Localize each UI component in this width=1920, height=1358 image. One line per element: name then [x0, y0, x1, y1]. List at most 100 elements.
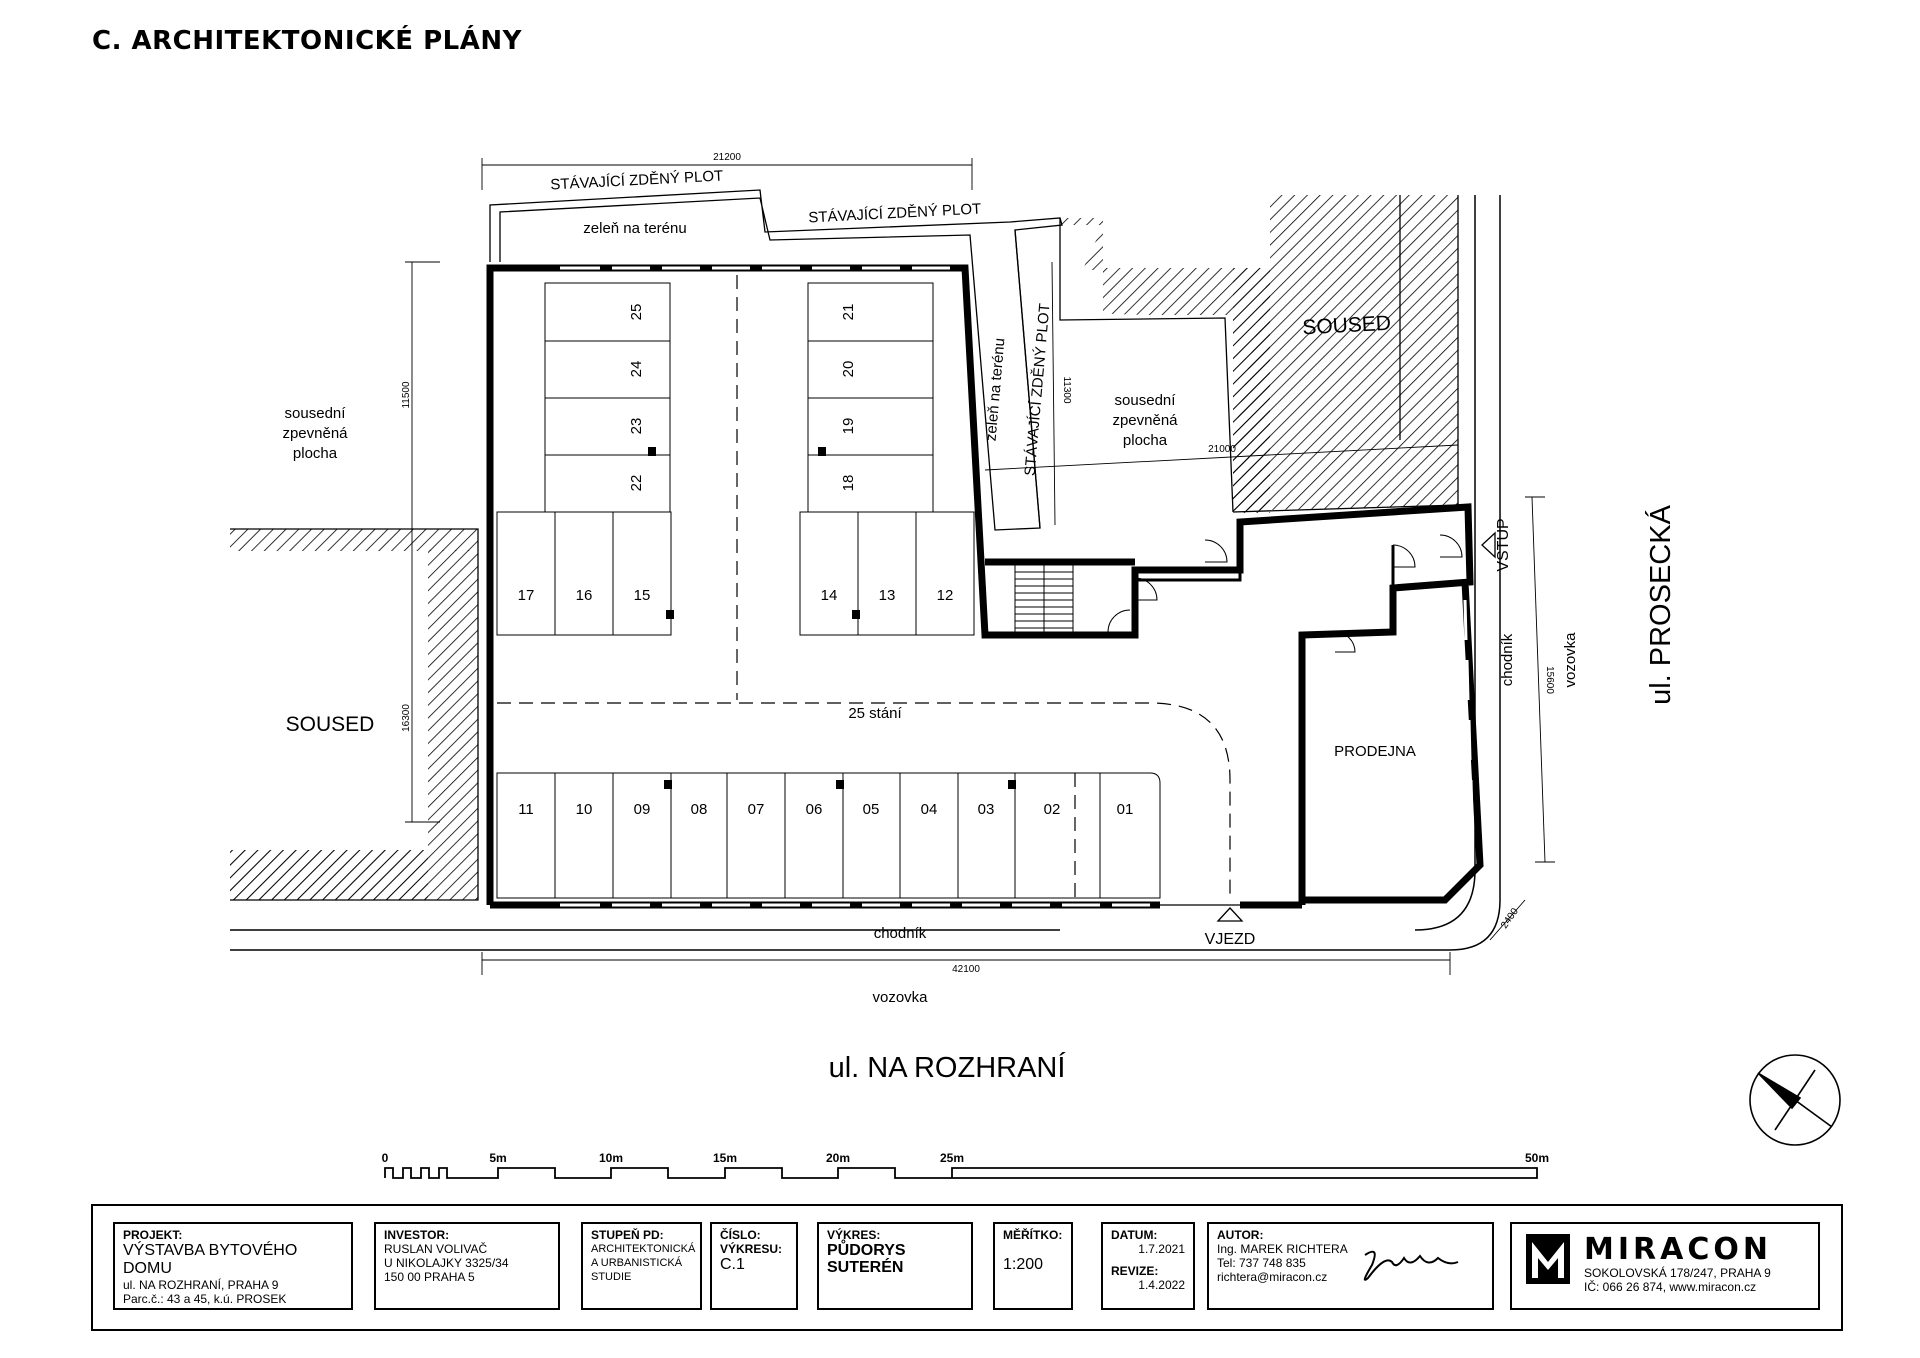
- author-label: AUTOR:: [1217, 1228, 1264, 1242]
- miracon-logo-icon: [1526, 1234, 1570, 1284]
- parking-number: 06: [806, 801, 823, 818]
- parking-number: 11: [518, 801, 534, 818]
- dim-bottom: 42100: [952, 964, 980, 975]
- revision-value: 1.4.2022: [1138, 1278, 1185, 1292]
- parking-number: 03: [978, 801, 995, 818]
- drawing-line-1: PŮDORYS: [827, 1242, 906, 1259]
- dim-corner: 2400: [1499, 906, 1521, 931]
- parking-number: 19: [840, 418, 857, 435]
- author-email: richtera@miracon.cz: [1217, 1270, 1328, 1284]
- author-signature: [1363, 1250, 1459, 1281]
- label-fence-top: STÁVAJÍCÍ ZDĚNÝ PLOT: [550, 167, 724, 193]
- parking-number: 24: [628, 361, 645, 378]
- parking-number: 04: [921, 801, 938, 818]
- entry-car-arrow: [1216, 907, 1244, 922]
- label-entry-people: VSTUP: [1495, 518, 1512, 571]
- dim-middle: 11300: [1061, 376, 1072, 404]
- date-value: 1.7.2021: [1138, 1242, 1185, 1256]
- parking-number: 01: [1117, 801, 1134, 818]
- scale-label-text: MĚŘÍTKO:: [1003, 1228, 1063, 1242]
- company-name: MIRACON: [1584, 1232, 1772, 1267]
- scale-label: 10m: [599, 1151, 623, 1165]
- drawing-label: VÝKRES:: [827, 1228, 881, 1242]
- scale-label: 15m: [713, 1151, 737, 1165]
- project-address: ul. NA ROZHRANÍ, PRAHA 9: [123, 1278, 279, 1292]
- investor-street: U NIKOLAJKY 3325/34: [384, 1256, 509, 1270]
- scale-value: 1:200: [1003, 1256, 1044, 1273]
- stage-label: STUPEŇ PD:: [591, 1228, 664, 1242]
- parking-number: 08: [691, 801, 708, 818]
- label-neighbor-paved-left-3: plocha: [293, 445, 338, 462]
- parking-number: 25: [628, 304, 645, 321]
- dim-left-upper: 11500: [401, 381, 412, 409]
- parking-number: 18: [840, 475, 857, 492]
- label-green-top: zeleň na terénu: [583, 220, 686, 237]
- investor-box: INVESTOR: RUSLAN VOLIVAČ U NIKOLAJKY 332…: [374, 1222, 560, 1310]
- parking-number: 07: [748, 801, 765, 818]
- label-neighbor-paved-right-2: zpevněná: [1112, 412, 1178, 429]
- label-green-side: zeleň na terénu: [983, 337, 1009, 442]
- dim-left-lower: 16300: [401, 704, 412, 732]
- parking-top-right-numbers: 21 20 19 18: [840, 304, 857, 492]
- drawing-line-2: SUTERÉN: [827, 1259, 904, 1276]
- scale-label: 20m: [826, 1151, 850, 1165]
- project-parcel: Parc.č.: 43 a 45, k.ú. PROSEK: [123, 1292, 287, 1306]
- label-neighbor-paved-right-3: plocha: [1123, 432, 1168, 449]
- sheet-title: C. ARCHITEKTONICKÉ PLÁNY: [92, 26, 522, 56]
- investor-city: 150 00 PRAHA 5: [384, 1270, 475, 1284]
- parking-number: 23: [628, 418, 645, 435]
- company-address: SOKOLOVSKÁ 178/247, PRAHA 9: [1584, 1266, 1771, 1280]
- dim-top: 21200: [713, 152, 741, 163]
- label-neighbor-right: SOUSED: [1302, 312, 1392, 340]
- stage-line-1: ARCHITEKTONICKÁ: [591, 1243, 696, 1255]
- number-box: ČÍSLO: VÝKRESU: C.1: [710, 1222, 798, 1310]
- label-street-bottom: ul. NA ROZHRANÍ: [829, 1051, 1067, 1084]
- stage-line-2: A URBANISTICKÁ: [591, 1257, 683, 1269]
- label-neighbor-left: SOUSED: [286, 713, 375, 736]
- drawing-box: VÝKRES: PŮDORYS SUTERÉN: [817, 1222, 973, 1310]
- dim-diag: 21000: [1208, 444, 1236, 455]
- investor-label: INVESTOR:: [384, 1228, 450, 1242]
- neighbor-hatch-left: [230, 529, 478, 900]
- label-sidewalk-right: chodník: [1499, 633, 1516, 686]
- entry-people-arrow: [1481, 531, 1496, 559]
- stage-line-3: STUDIE: [591, 1271, 632, 1283]
- label-parking-count: 25 stání: [848, 705, 902, 722]
- label-fence-side: STÁVAJÍCÍ ZDĚNÝ PLOT: [1022, 303, 1054, 477]
- north-arrow-icon: [1749, 1054, 1841, 1146]
- company-ic: IČ: 066 26 874, www.miracon.cz: [1584, 1280, 1757, 1294]
- label-sidewalk-bottom: chodník: [874, 925, 927, 942]
- label-neighbor-paved-right-1: sousední: [1115, 392, 1177, 409]
- date-label: DATUM:: [1111, 1228, 1158, 1242]
- label-road-bottom: vozovka: [872, 989, 928, 1006]
- parking-number: 17: [518, 587, 535, 604]
- stage-box: STUPEŇ PD: ARCHITEKTONICKÁ A URBANISTICK…: [581, 1222, 702, 1310]
- parking-number: 02: [1044, 801, 1061, 818]
- label-road-right: vozovka: [1562, 632, 1579, 688]
- dim-right: 15600: [1544, 666, 1555, 694]
- investor-name: RUSLAN VOLIVAČ: [384, 1242, 488, 1256]
- scale-box: MĚŘÍTKO: 1:200: [993, 1222, 1073, 1310]
- parking-top-left-numbers: 25 24 23 22: [628, 304, 645, 492]
- parking-number: 21: [840, 304, 857, 321]
- project-label: PROJEKT:: [123, 1228, 183, 1242]
- company-box: MIRACON SOKOLOVSKÁ 178/247, PRAHA 9 IČ: …: [1510, 1222, 1820, 1310]
- parking-number: 09: [634, 801, 651, 818]
- project-box: PROJEKT: VÝSTAVBA BYTOVÉHO DOMU ul. NA R…: [113, 1222, 353, 1310]
- label-neighbor-paved-left-1: sousední: [285, 405, 347, 422]
- number-label-2: VÝKRESU:: [720, 1242, 783, 1256]
- project-name: VÝSTAVBA BYTOVÉHO DOMU: [123, 1242, 298, 1277]
- scale-bar: [384, 1167, 1538, 1179]
- revision-label: REVIZE:: [1111, 1264, 1159, 1278]
- scale-label: 25m: [940, 1151, 964, 1165]
- label-fence-top2: STÁVAJÍCÍ ZDĚNÝ PLOT: [808, 200, 982, 226]
- author-phone: Tel: 737 748 835: [1217, 1256, 1306, 1270]
- author-name: Ing. MAREK RICHTERA: [1217, 1242, 1348, 1256]
- label-entry-car: VJEZD: [1205, 931, 1256, 948]
- parking-number: 20: [840, 361, 857, 378]
- title-block-frame: [91, 1204, 1843, 1331]
- label-street-right: ul. PROSECKÁ: [1644, 504, 1677, 704]
- author-box: AUTOR: Ing. MAREK RICHTERA Tel: 737 748 …: [1207, 1222, 1494, 1310]
- number-label-1: ČÍSLO:: [720, 1228, 761, 1242]
